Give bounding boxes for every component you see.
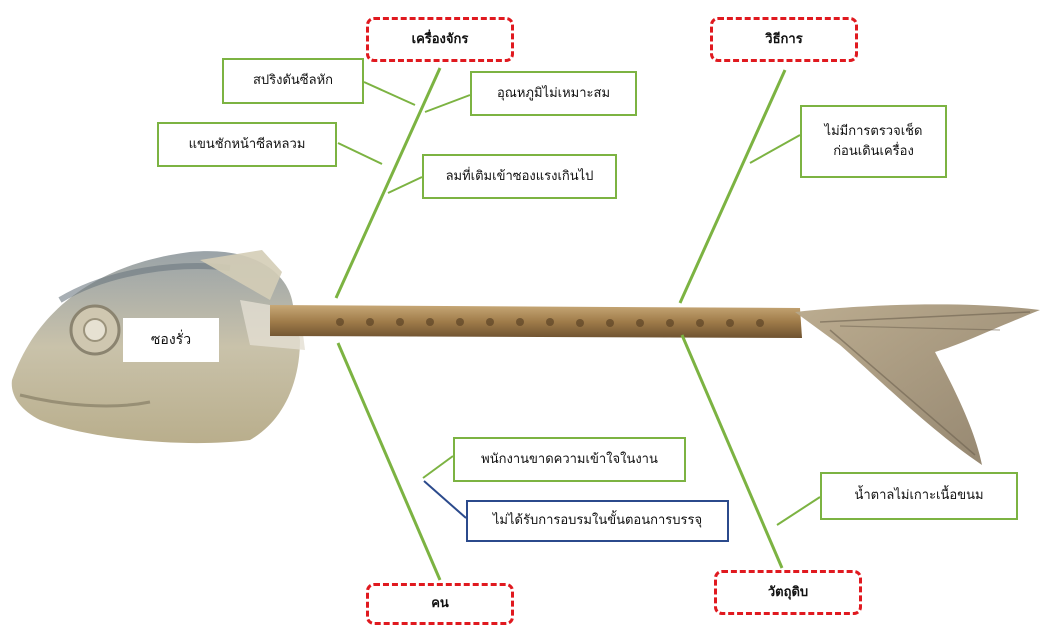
cause-air-pressure: ลมที่เติมเข้าซองแรงเกินไป xyxy=(422,154,617,199)
connector-spring xyxy=(364,82,415,105)
cause-no-inspection-line2: ก่อนเดินเครื่อง xyxy=(833,142,914,162)
connector-air xyxy=(388,177,422,193)
cause-no-inspection: ไม่มีการตรวจเช็ด ก่อนเดินเครื่อง xyxy=(800,105,947,178)
connector-temp xyxy=(425,95,470,112)
connector-staff xyxy=(423,456,453,478)
cause-sugar-adhesion: น้ำตาลไม่เกาะเนื้อขนม xyxy=(820,472,1018,520)
cause-spring-broken: สปริงดันซีลหัก xyxy=(222,58,364,104)
cause-seal-arm: แขนชักหน้าซีลหลวม xyxy=(157,122,337,167)
effect-label: ซองรั่ว xyxy=(123,318,219,362)
bone-method xyxy=(680,70,785,303)
fish-spine xyxy=(270,305,802,338)
category-material: วัตถุดิบ xyxy=(714,570,862,615)
cause-staff-understanding: พนักงานขาดความเข้าใจในงาน xyxy=(453,437,686,482)
connector-inspection xyxy=(750,135,800,163)
category-machine: เครื่องจักร xyxy=(366,17,514,62)
cause-temperature: อุณหภูมิไม่เหมาะสม xyxy=(470,71,637,116)
cause-no-inspection-line1: ไม่มีการตรวจเช็ด xyxy=(825,122,923,142)
category-method: วิธีการ xyxy=(710,17,858,62)
bone-people xyxy=(338,343,440,580)
category-people: คน xyxy=(366,583,514,625)
connector-training xyxy=(424,481,466,518)
cause-no-training: ไม่ได้รับการอบรมในขั้นตอนการบรรจุ xyxy=(466,500,729,542)
connector-seal-arm xyxy=(338,143,382,164)
connector-material xyxy=(777,497,820,525)
fish-tail xyxy=(795,304,1040,465)
